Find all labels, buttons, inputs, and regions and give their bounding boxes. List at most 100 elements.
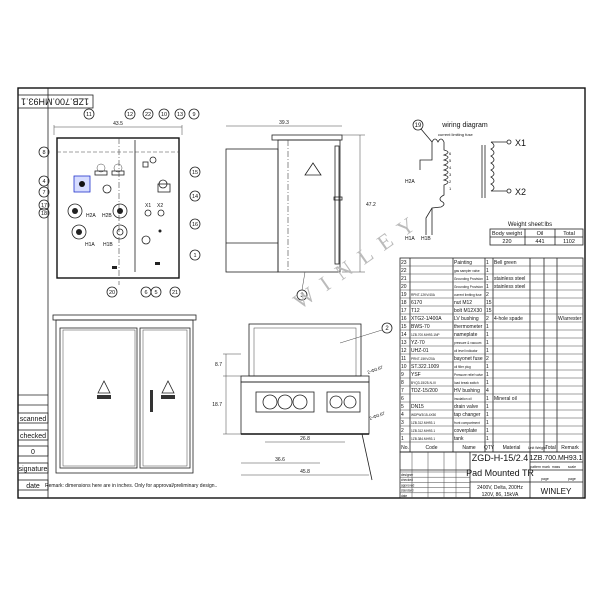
cell-no: 14 xyxy=(401,332,407,338)
callout-circle xyxy=(142,108,154,120)
side-view: 39.3 47.2 3 xyxy=(225,120,376,301)
callout-6: 6 xyxy=(144,290,147,296)
dim-36-6: 36.6 xyxy=(275,457,285,463)
header-code: Code xyxy=(426,445,438,451)
cell-no: 4 xyxy=(401,412,404,418)
side-height-dim: 47.2 xyxy=(366,202,376,208)
side-label-date: date xyxy=(26,483,40,490)
drawing-number-stamp: 1ZB.700.MH93.1 xyxy=(17,94,94,109)
callout-16: 16 xyxy=(192,222,198,228)
spec-line-1: 2400V, Delta, 200Hz xyxy=(477,485,523,491)
cell-code: 1ZB.312.MH93.1 xyxy=(411,421,435,425)
callout-circle xyxy=(150,286,162,298)
cell-name: nut M12 xyxy=(454,300,472,306)
cell-name: current limiting fuse xyxy=(454,293,482,297)
label-h2a: H2A xyxy=(86,213,96,219)
hole-dim-upper: 2-Φ0.67 xyxy=(367,364,385,374)
cell-no: 19 xyxy=(401,292,407,298)
cell-code: WDPW3/15-4X50 xyxy=(411,413,436,417)
cell-code: DN15 xyxy=(411,404,424,410)
cell-qty: 15 xyxy=(486,308,492,314)
label-h2b: H2B xyxy=(102,213,112,219)
cell-no: 12 xyxy=(401,348,407,354)
callout-20: 20 xyxy=(109,290,115,296)
side-sign-block: scanned checked 0 signature date xyxy=(17,394,49,491)
header-name: Name xyxy=(462,445,476,451)
cell-qty: 1 xyxy=(486,420,489,426)
cell-qty: 1 xyxy=(486,268,489,274)
tap-4: 4 xyxy=(449,165,452,170)
header-total: Total xyxy=(545,445,556,451)
cell-code: BYQ3-15/25-N-III xyxy=(411,381,436,385)
header-unit-weight: Unit Weight xyxy=(528,446,546,450)
cell-name: bolt M12X30 xyxy=(454,308,482,314)
callout-21: 21 xyxy=(172,290,178,296)
cell-no: 3 xyxy=(401,420,404,426)
cell-qty: 1 xyxy=(486,348,489,354)
callout-4: 4 xyxy=(42,179,45,185)
cell-name: coverplate xyxy=(454,428,477,434)
terminal-x2: X2 xyxy=(515,187,526,197)
cell-qty: 1 xyxy=(486,404,489,410)
side-label-zero: 0 xyxy=(31,449,35,456)
terminal-h1b: H1B xyxy=(421,236,431,242)
cell-name: drain valve xyxy=(454,404,478,410)
callout-circle xyxy=(38,199,50,211)
sign-row-designer: designer xyxy=(401,473,414,477)
cell-no: 18 xyxy=(401,300,407,306)
callout-12: 12 xyxy=(127,112,133,118)
cell-material: stainless steel xyxy=(494,276,525,282)
cell-code: ST.322.1009 xyxy=(411,364,439,370)
cell-no: 20 xyxy=(401,284,407,290)
side-label-scanned: scanned xyxy=(20,416,47,423)
cell-name: Grounding Provision xyxy=(454,277,483,281)
cell-code: PRNT-15KV/20A xyxy=(411,357,436,361)
cell-name: Pressure relief valve xyxy=(454,373,483,377)
label-h1a: H1A xyxy=(85,242,95,248)
terminal-x1: X1 xyxy=(515,138,526,148)
mass-label: mass xyxy=(552,465,561,469)
tap-5: 5 xyxy=(449,158,452,163)
tap-2: 2 xyxy=(449,179,452,184)
cell-qty: 1 xyxy=(486,428,489,434)
label-x1: X1 xyxy=(145,203,151,209)
callout-circle xyxy=(189,190,201,202)
hazard-warning-icon-left xyxy=(97,380,111,394)
cell-remark: W/arrester xyxy=(558,316,582,322)
hazard-warning-icon xyxy=(304,162,322,176)
cell-name: load break switch xyxy=(454,381,479,385)
company-name: WINLEY xyxy=(541,487,572,496)
spec-line-2: 120V, 86, 15kVA xyxy=(482,492,519,498)
callout-10: 10 xyxy=(161,112,167,118)
cell-name: Painting xyxy=(454,260,472,266)
callout-circle xyxy=(38,175,50,187)
cell-qty: 1 xyxy=(486,412,489,418)
cell-name: insulation oil xyxy=(454,397,472,401)
cell-code: 1ZB.700.MH93.1NP xyxy=(411,333,440,337)
page-label-1: page xyxy=(541,477,549,481)
sign-row-standard: standard xyxy=(401,489,414,493)
dim-26-8: 26.8 xyxy=(300,436,310,442)
callout-8: 8 xyxy=(42,150,45,156)
cell-no: 10 xyxy=(401,364,407,370)
cell-qty: 1 xyxy=(486,340,489,346)
callout-circle xyxy=(158,108,170,120)
callout-11: 11 xyxy=(86,112,92,118)
cell-name: Grounding Provision xyxy=(454,285,483,289)
cell-no: 23 xyxy=(401,260,407,266)
